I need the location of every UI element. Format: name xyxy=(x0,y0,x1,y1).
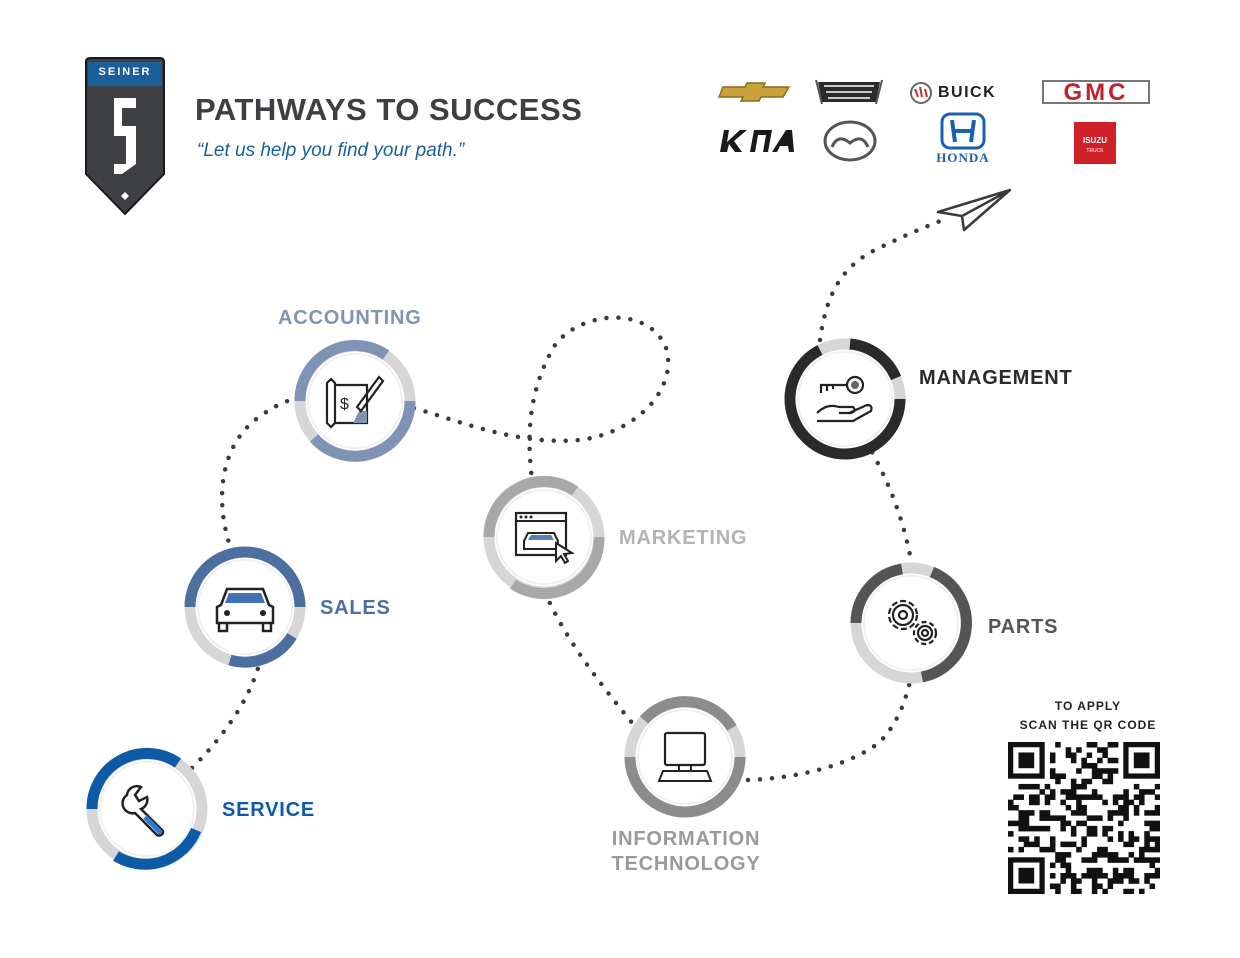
apply-instructions: TO APPLY SCAN THE QR CODE xyxy=(1008,697,1168,735)
logo-wordmark: SEINER xyxy=(98,66,152,78)
honda-wordmark: HONDA xyxy=(936,150,990,165)
accounting-label: ACCOUNTING xyxy=(278,307,422,329)
gears-icon xyxy=(887,599,938,646)
isuzu-wordmark: ISUZU xyxy=(1083,136,1107,145)
information-technology-label: INFORMATION TECHNOLOGY xyxy=(592,827,780,877)
buick-logo: BUICK xyxy=(908,80,1018,106)
buick-wordmark: BUICK xyxy=(938,84,997,101)
mazda-logo xyxy=(820,118,880,164)
parts-label: PARTS xyxy=(988,616,1059,638)
marketing-node xyxy=(479,472,609,607)
computer-icon xyxy=(657,731,713,782)
sales-label: SALES xyxy=(320,597,391,619)
it-label-line2: TECHNOLOGY xyxy=(611,853,761,875)
honda-logo: HONDA xyxy=(916,112,1010,168)
service-node xyxy=(82,744,212,879)
isuzu-truck-text: TRUCK xyxy=(1086,148,1104,154)
browser-car-icon xyxy=(514,511,575,565)
gmc-wordmark: GMC xyxy=(1063,79,1129,106)
gmc-logo: GMC xyxy=(1040,78,1152,106)
blueprint-pen-icon: $ xyxy=(325,375,385,429)
tagline: “Let us help you find your path.” xyxy=(197,140,465,161)
cadillac-logo xyxy=(812,74,886,110)
svg-text:$: $ xyxy=(340,396,349,413)
management-label: MANAGEMENT xyxy=(919,367,1073,389)
information-technology-node xyxy=(620,692,750,827)
paper-plane-icon xyxy=(934,186,1014,237)
isuzu-logo: ISUZU TRUCK xyxy=(1074,122,1116,164)
qr-code[interactable] xyxy=(1008,742,1161,895)
service-label: SERVICE xyxy=(222,799,316,821)
kia-logo xyxy=(714,126,800,156)
marketing-label: MARKETING xyxy=(619,527,748,549)
wrench-icon xyxy=(121,784,165,837)
chevrolet-logo xyxy=(716,78,796,106)
sales-node xyxy=(180,542,310,677)
page-title: PATHWAYS TO SUCCESS xyxy=(195,92,583,127)
apply-line2: SCAN THE QR CODE xyxy=(1019,718,1157,732)
key-hand-icon xyxy=(816,375,873,423)
accounting-node: $ xyxy=(290,336,420,471)
management-node xyxy=(780,334,910,469)
seiner-logo: SEINER xyxy=(82,56,168,223)
it-label-line1: INFORMATION xyxy=(611,828,761,850)
parts-node xyxy=(846,558,976,693)
apply-line1: TO APPLY xyxy=(1054,699,1122,713)
car-icon xyxy=(215,587,275,633)
